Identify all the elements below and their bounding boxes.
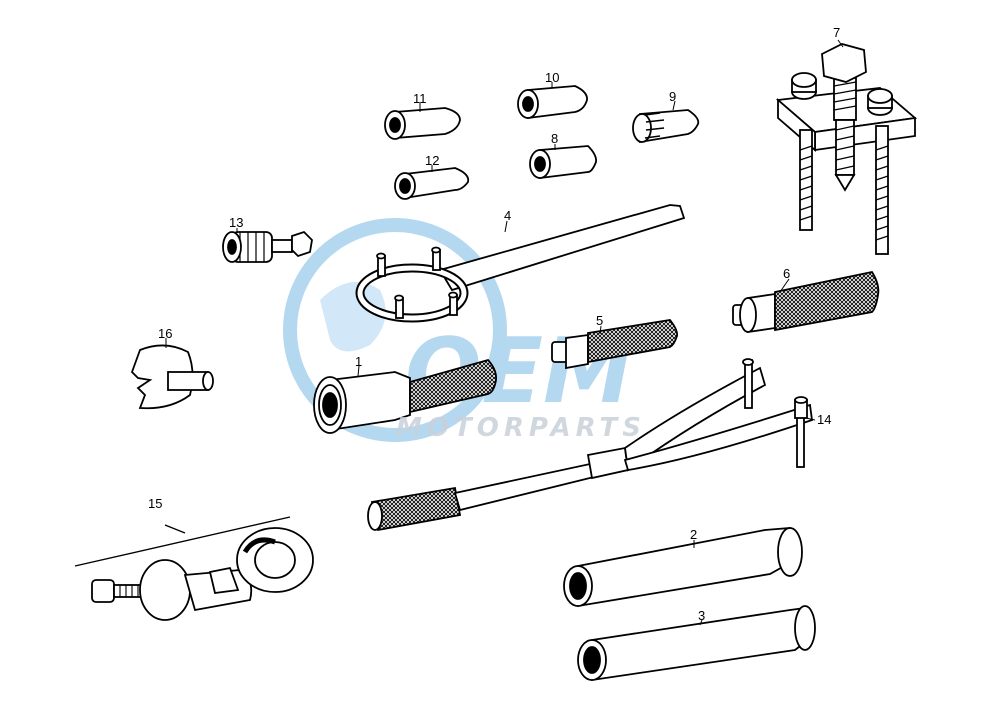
part-3-sleeve <box>577 605 816 682</box>
label-part-3: 3 <box>698 608 706 623</box>
label-part-5: 5 <box>596 313 604 328</box>
part-9-collet <box>632 109 700 144</box>
label-part-2: 2 <box>690 527 698 542</box>
part-8-adapter <box>529 145 597 180</box>
label-part-7: 7 <box>833 25 841 40</box>
part-14-pin-spanner <box>367 358 813 532</box>
label-part-15: 15 <box>148 496 163 511</box>
part-15-tool-set <box>74 516 314 621</box>
part-1-socket-handle <box>313 358 497 434</box>
part-5-knurled-driver <box>551 319 679 370</box>
label-part-12: 12 <box>425 153 440 168</box>
part-10-adapter <box>517 85 588 120</box>
label-part-8: 8 <box>551 131 559 146</box>
label-part-9: 9 <box>669 89 677 104</box>
label-part-14: 14 <box>817 412 832 427</box>
label-part-6: 6 <box>783 266 791 281</box>
part-16-toothed-tool <box>130 344 214 410</box>
leader-lines <box>165 39 844 626</box>
label-part-1: 1 <box>355 354 363 369</box>
part-4-spanner-wrench <box>355 204 686 323</box>
part-7-puller <box>775 43 918 255</box>
part-13-threaded-tool <box>222 230 313 263</box>
part-11-adapter <box>384 107 461 140</box>
part-6-knurled-handle <box>732 270 880 334</box>
label-part-10: 10 <box>545 70 560 85</box>
label-part-4: 4 <box>504 208 512 223</box>
part-2-sleeve <box>563 527 803 608</box>
label-part-16: 16 <box>158 326 173 341</box>
watermark-text: MOTORPARTS <box>396 413 646 443</box>
label-part-11: 11 <box>413 91 427 106</box>
part-12-adapter <box>394 167 470 200</box>
label-part-13: 13 <box>229 215 244 230</box>
